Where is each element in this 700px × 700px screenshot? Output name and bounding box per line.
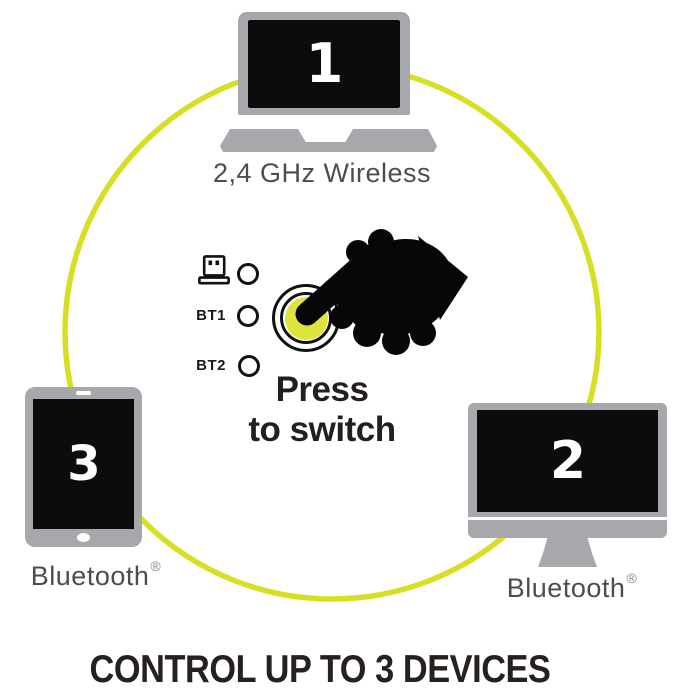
trademark-symbol: ® bbox=[150, 558, 162, 574]
monitor-chin-line bbox=[468, 517, 667, 520]
press-instruction: Press to switch bbox=[212, 370, 432, 450]
usb-receiver-icon bbox=[198, 255, 230, 285]
monitor-connection-label: Bluetooth® bbox=[486, 570, 658, 604]
laptop-device: 1 bbox=[238, 12, 410, 115]
monitor-stand bbox=[538, 538, 597, 567]
tablet-device: 3 bbox=[25, 387, 142, 547]
channel-indicator-bt2 bbox=[238, 355, 260, 377]
press-instruction-line1: Press bbox=[275, 370, 369, 409]
laptop-connection-text: 2,4 GHz Wireless bbox=[212, 158, 432, 188]
tablet-screen: 3 bbox=[33, 399, 134, 529]
laptop-base bbox=[220, 129, 437, 152]
monitor-number: 2 bbox=[549, 431, 586, 491]
channel-indicator-usb bbox=[237, 263, 259, 285]
monitor-device: 2 bbox=[468, 403, 667, 538]
channel-indicator-bt1 bbox=[237, 305, 259, 327]
pressing-hand-icon bbox=[295, 229, 468, 355]
monitor-connection-text: Bluetooth bbox=[506, 573, 626, 603]
channel-label-bt2: BT2 bbox=[196, 357, 226, 374]
tablet-connection-label: Bluetooth® bbox=[16, 558, 176, 592]
footer-title: CONTROL UP TO 3 DEVICES bbox=[89, 648, 551, 691]
channel-label-bt1: BT1 bbox=[196, 307, 226, 324]
tablet-number: 3 bbox=[67, 436, 100, 492]
tablet-connection-text: Bluetooth bbox=[30, 561, 150, 591]
laptop-screen: 1 bbox=[248, 20, 400, 108]
monitor-screen: 2 bbox=[477, 410, 658, 512]
laptop-base-notch bbox=[298, 129, 353, 142]
press-instruction-line2: to switch bbox=[248, 410, 396, 449]
laptop-connection-label: 2,4 GHz Wireless bbox=[172, 158, 472, 189]
trademark-symbol: ® bbox=[626, 570, 638, 586]
laptop-number: 1 bbox=[305, 32, 344, 95]
tablet-speaker bbox=[76, 391, 91, 395]
tablet-home-button bbox=[77, 533, 90, 542]
